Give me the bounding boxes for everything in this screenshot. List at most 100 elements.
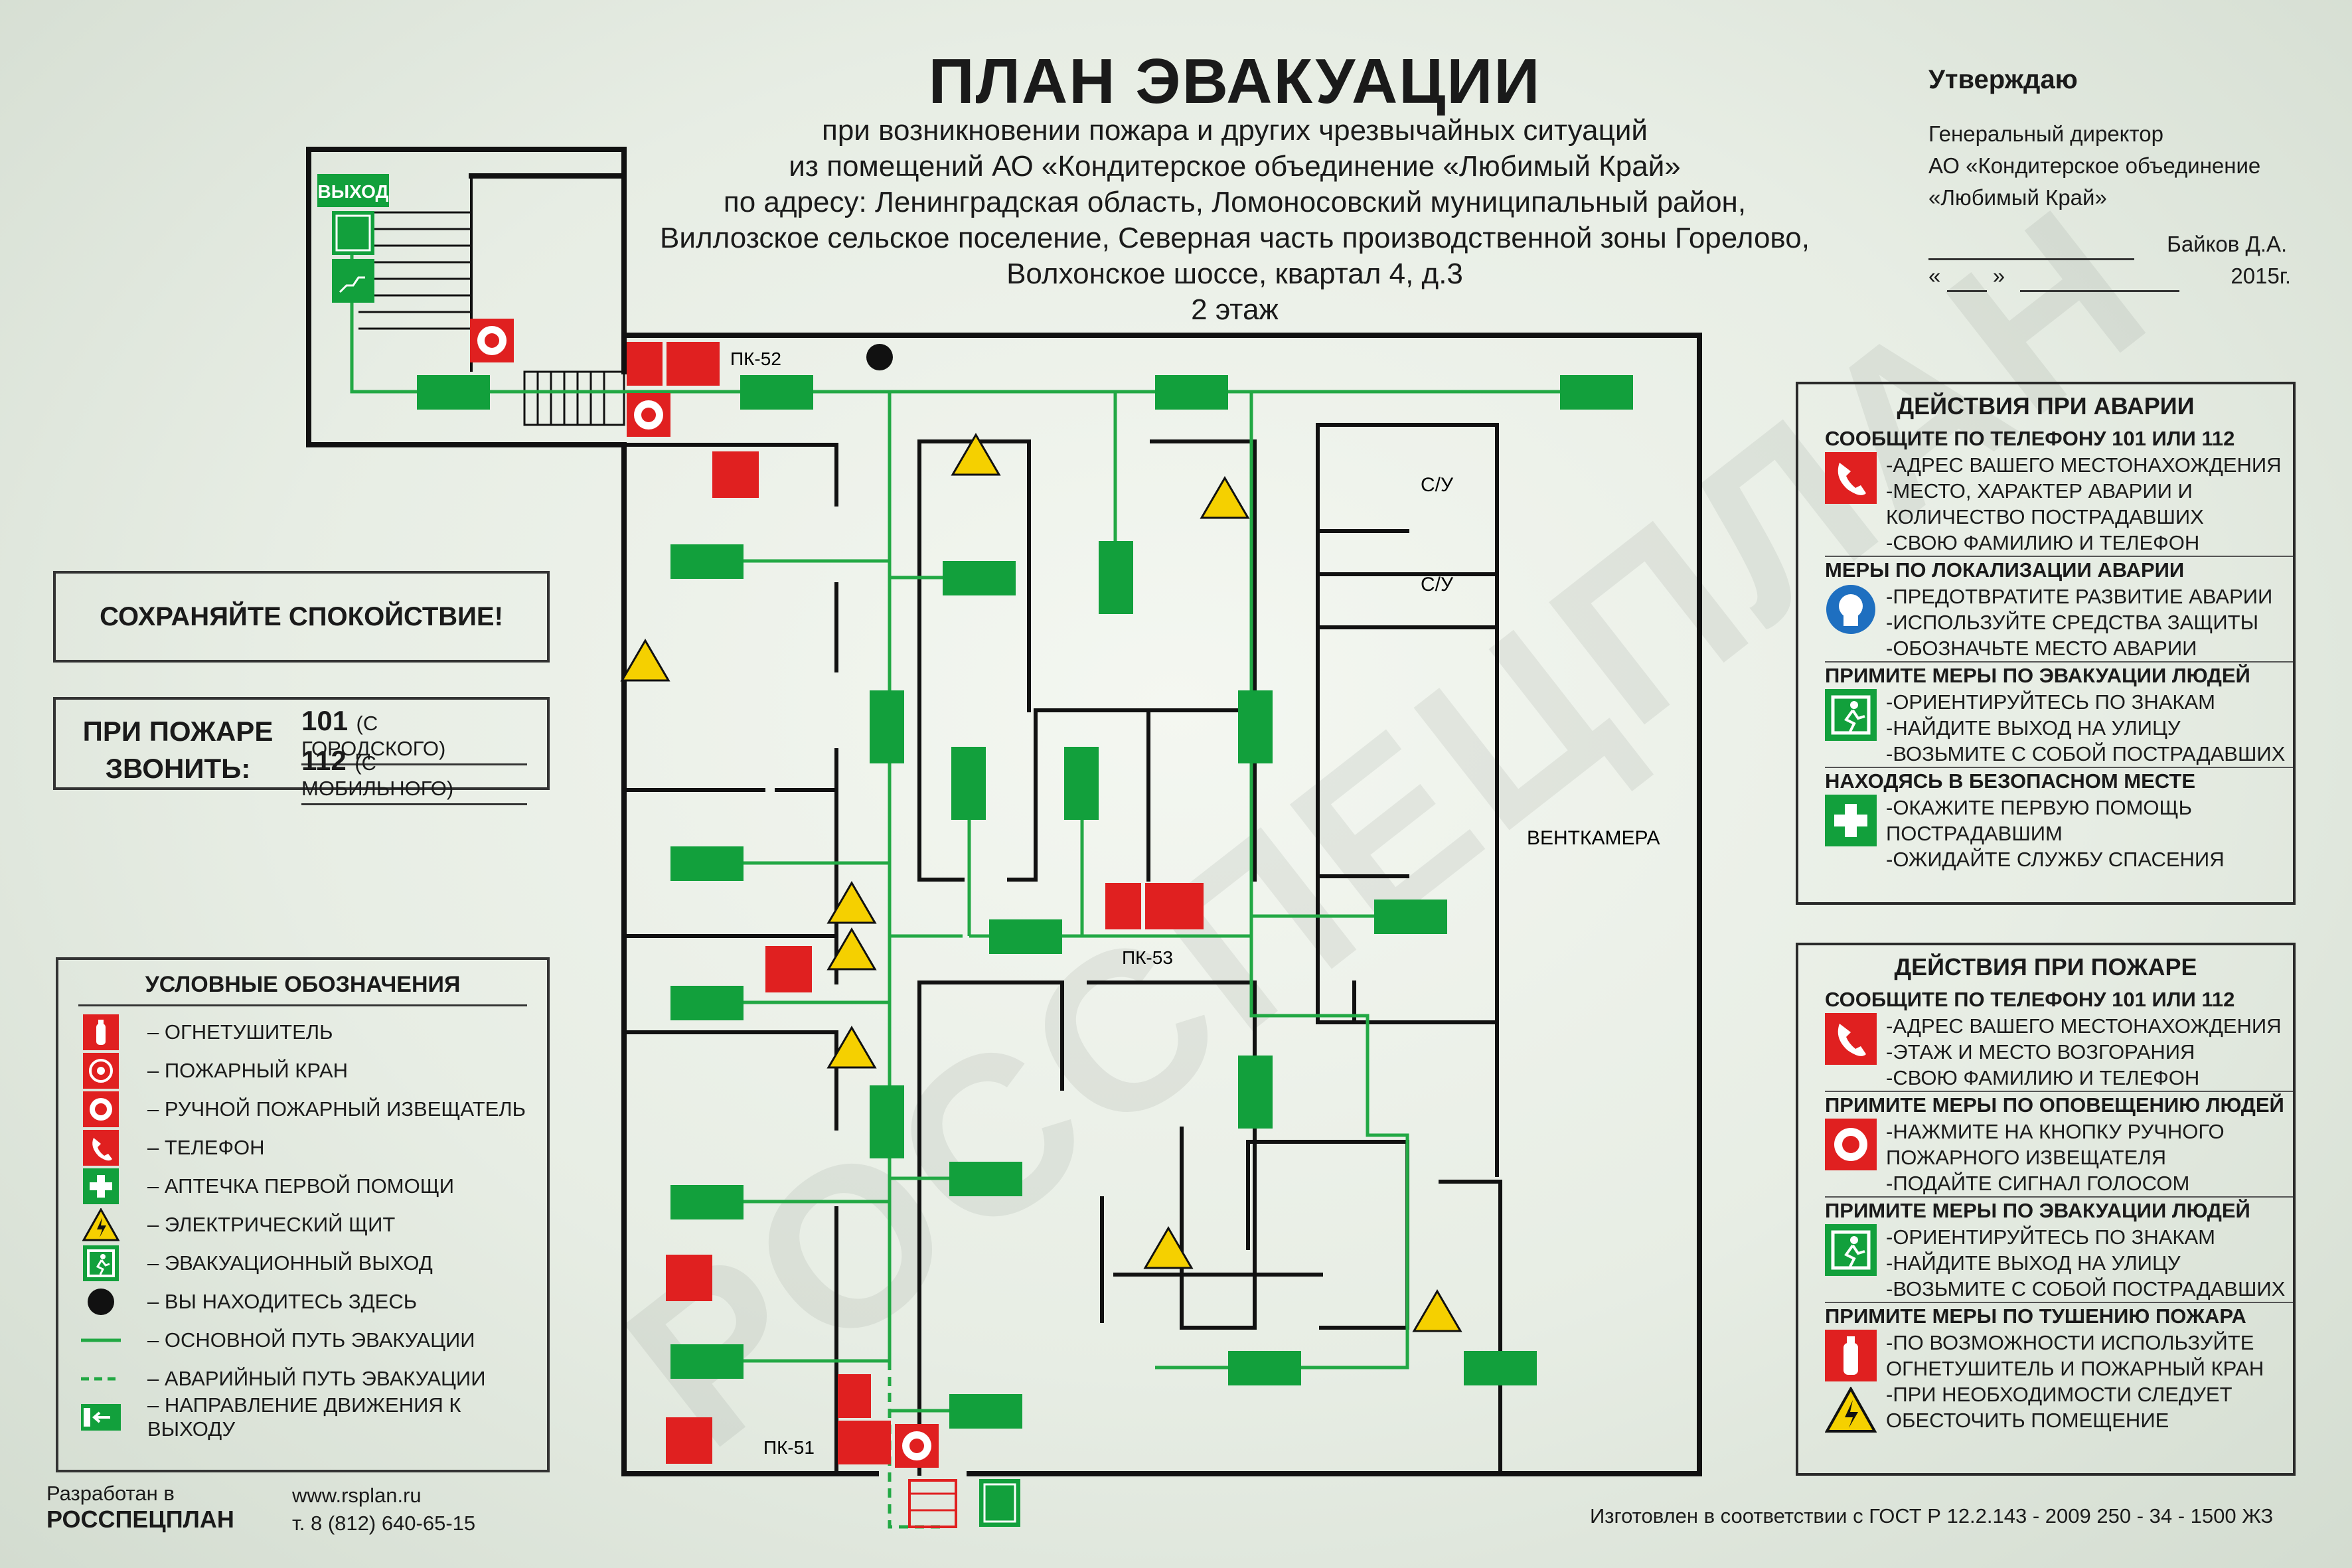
- panel-line: -СВОЮ ФАМИЛИЮ И ТЕЛЕФОН: [1886, 531, 2200, 554]
- phone-icon: [81, 1129, 121, 1166]
- panel-row: -ОКАЖИТЕ ПЕРВУЮ ПОМОЩЬ ПОСТРАДАВШИМ -ОЖИ…: [1825, 795, 2293, 872]
- page-title: ПЛАН ЭВАКУАЦИИ: [928, 46, 1541, 117]
- outer-walls: [621, 333, 1702, 1476]
- fire-number-row: 101 (С ГОРОДСКОГО): [301, 705, 527, 765]
- panel-title: ДЕЙСТВИЯ ПРИ АВАРИИ: [1897, 392, 2195, 420]
- fire-call-label-line: ПРИ ПОЖАРЕ: [82, 716, 274, 747]
- main-route-icon: [81, 1322, 121, 1359]
- panel-row: -ПРЕДОТВРАТИТЕ РАЗВИТИЕ АВАРИИ -ИСПОЛЬЗУ…: [1825, 584, 2293, 661]
- approval-position: «Любимый Край»: [1928, 185, 2107, 210]
- manual-alarm-icon: [81, 1091, 121, 1128]
- page-subtitle: при возникновении пожара и других чрезвы…: [597, 113, 1872, 328]
- hydrant-label: ПК-51: [763, 1437, 815, 1458]
- panel-line: ОГНЕТУШИТЕЛЬ И ПОЖАРНЫЙ КРАН: [1886, 1357, 2264, 1380]
- extinguisher-icon: [1825, 1330, 1877, 1381]
- phone-icon: [1825, 452, 1877, 504]
- fire-call-label-line: ЗВОНИТЬ:: [105, 753, 251, 784]
- panel-line: -ОБОЗНАЧЬТЕ МЕСТО АВАРИИ: [1886, 637, 2197, 660]
- extinguisher-icon: [81, 1014, 121, 1051]
- approval-block: Утверждаю Генеральный директор АО «Конди…: [1928, 64, 2300, 292]
- approval-position: Генеральный директор: [1928, 121, 2163, 146]
- legend-label: – ЭЛЕКТРИЧЕСКИЙ ЩИТ: [147, 1213, 396, 1236]
- subtitle-line: Волхонское шоссе, квартал 4, д.3: [1006, 258, 1463, 290]
- panel-line: -НАЙДИТЕ ВЫХОД НА УЛИЦУ: [1886, 1251, 2181, 1275]
- panel-line: -ОРИЕНТИРУЙТЕСЬ ПО ЗНАКАМ: [1886, 690, 2215, 714]
- stairwell: [306, 147, 627, 447]
- signer-name: Байков Д.А.: [2167, 232, 2288, 256]
- fire-number-row: 112 (С МОБИЛЬНОГО): [301, 745, 527, 805]
- legend-item: – ЭВАКУАЦИОННЫЙ ВЫХОД: [81, 1244, 547, 1283]
- hydrant-cluster-pk53: [1105, 883, 1204, 929]
- fire-actions-panel: ДЕЙСТВИЯ ПРИ ПОЖАРЕ СООБЩИТЕ ПО ТЕЛЕФОНУ…: [1796, 943, 2296, 1476]
- date-open-quote: «: [1928, 264, 1941, 288]
- panel-line: -ПРЕДОТВРАТИТЕ РАЗВИТИЕ АВАРИИ: [1886, 585, 2273, 608]
- panel-section-heading: ПРИМИТЕ МЕРЫ ПО ТУШЕНИЮ ПОЖАРА: [1825, 1302, 2293, 1328]
- accident-actions-panel: ДЕЙСТВИЯ ПРИ АВАРИИ СООБЩИТЕ ПО ТЕЛЕФОНУ…: [1796, 382, 2296, 905]
- hydrant-label: ПК-53: [1122, 947, 1173, 968]
- legend-label: – ЭВАКУАЦИОННЫЙ ВЫХОД: [147, 1251, 433, 1275]
- legend-list: – ОГНЕТУШИТЕЛЬ – ПОЖАРНЫЙ КРАН – РУЧНОЙ …: [81, 1013, 547, 1441]
- fire-number-city: 101: [301, 705, 349, 736]
- legend-item: – ВЫ НАХОДИТЕСЬ ЗДЕСЬ: [81, 1283, 547, 1321]
- panel-line: -АДРЕС ВАШЕГО МЕСТОНАХОЖДЕНИЯ: [1886, 453, 2282, 477]
- panel-row: -АДРЕС ВАШЕГО МЕСТОНАХОЖДЕНИЯ -МЕСТО, ХА…: [1825, 452, 2293, 556]
- panel-section-heading: НАХОДЯСЬ В БЕЗОПАСНОМ МЕСТЕ: [1825, 767, 2293, 793]
- day-line: [1946, 290, 1987, 292]
- legend: УСЛОВНЫЕ ОБОЗНАЧЕНИЯ – ОГНЕТУШИТЕЛЬ – ПО…: [56, 957, 550, 1472]
- protective-mask-icon: [1825, 584, 1877, 635]
- approval-position: АО «Кондитерское объединение: [1928, 153, 2261, 178]
- panel-row: -ОРИЕНТИРУЙТЕСЬ ПО ЗНАКАМ -НАЙДИТЕ ВЫХОД…: [1825, 1224, 2293, 1302]
- panel-line: -ИСПОЛЬЗУЙТЕ СРЕДСТВА ЗАЩИТЫ: [1886, 611, 2259, 634]
- date-close-quote: »: [1992, 264, 2005, 288]
- panel-section-heading: ПРИМИТЕ МЕРЫ ПО ЭВАКУАЦИИ ЛЮДЕЙ: [1825, 661, 2293, 688]
- subtitle-line: при возникновении пожара и других чрезвы…: [822, 114, 1648, 147]
- legend-label: – НАПРАВЛЕНИЕ ДВИЖЕНИЯ К ВЫХОДУ: [147, 1393, 461, 1441]
- phone-signs: [666, 451, 812, 1464]
- first-aid-icon: [81, 1168, 121, 1205]
- calm-notice: СОХРАНЯЙТЕ СПОКОЙСТВИЕ!: [53, 571, 550, 663]
- you-are-here-marker: [866, 344, 893, 370]
- fire-number-mobile: 112: [301, 745, 347, 776]
- legend-item: – ОСНОВНОЙ ПУТЬ ЭВАКУАЦИИ: [81, 1321, 547, 1360]
- bottom-exit: [908, 1479, 1020, 1528]
- legend-item: – ЭЛЕКТРИЧЕСКИЙ ЩИТ: [81, 1206, 547, 1244]
- hydrant-cluster-pk51: [838, 1374, 939, 1468]
- panel-line: -ОКАЖИТЕ ПЕРВУЮ ПОМОЩЬ: [1886, 796, 2192, 819]
- legend-item: – АВАРИЙНЫЙ ПУТЬ ЭВАКУАЦИИ: [81, 1360, 547, 1398]
- developer-website[interactable]: www.rsplan.ru: [292, 1484, 422, 1507]
- direction-arrow-icon: [81, 1399, 121, 1436]
- panel-line: КОЛИЧЕСТВО ПОСТРАДАВШИХ: [1886, 505, 2204, 528]
- panel-line: ПОЖАРНОГО ИЗВЕЩАТЕЛЯ: [1886, 1146, 2166, 1169]
- panel-section-heading: ПРИМИТЕ МЕРЫ ПО ОПОВЕЩЕНИЮ ЛЮДЕЙ: [1825, 1091, 2293, 1117]
- legend-item: – ТЕЛЕФОН: [81, 1129, 547, 1167]
- panel-line: -АДРЕС ВАШЕГО МЕСТОНАХОЖДЕНИЯ: [1886, 1014, 2282, 1038]
- fire-call-label: ПРИ ПОЖАРЕ ЗВОНИТЬ:: [78, 713, 277, 787]
- fire-call-box: ПРИ ПОЖАРЕ ЗВОНИТЬ: 101 (С ГОРОДСКОГО) 1…: [53, 697, 550, 805]
- you-are-here-icon: [81, 1283, 121, 1320]
- panel-line: -ПО ВОЗМОЖНОСТИ ИСПОЛЬЗУЙТЕ: [1886, 1331, 2254, 1354]
- legend-item: – ОГНЕТУШИТЕЛЬ: [81, 1013, 547, 1052]
- panel-row: -АДРЕС ВАШЕГО МЕСТОНАХОЖДЕНИЯ -ЭТАЖ И МЕ…: [1825, 1013, 2293, 1091]
- exit-icon: [1825, 689, 1877, 741]
- approval-year: 2015г.: [2231, 264, 2291, 288]
- direction-signs: [417, 375, 1633, 1429]
- electric-panel-icon: [81, 1206, 121, 1243]
- floor-label: 2 этаж: [1191, 293, 1279, 326]
- panel-icon-stack: [1824, 1330, 1877, 1439]
- legend-label: – АВАРИЙНЫЙ ПУТЬ ЭВАКУАЦИИ: [147, 1367, 486, 1390]
- legend-label: – АПТЕЧКА ПЕРВОЙ ПОМОЩИ: [147, 1174, 455, 1198]
- panel-line: -СВОЮ ФАМИЛИЮ И ТЕЛЕФОН: [1886, 1066, 2200, 1089]
- panel-line: ОБЕСТОЧИТЬ ПОМЕЩЕНИЕ: [1886, 1409, 2169, 1432]
- phone-icon: [1825, 1013, 1877, 1065]
- calm-notice-text: СОХРАНЯЙТЕ СПОКОЙСТВИЕ!: [100, 601, 503, 631]
- panel-line: -ВОЗЬМИТЕ С СОБОЙ ПОСТРАДАВШИХ: [1886, 742, 2286, 765]
- exit-icon: [81, 1245, 121, 1282]
- month-line: [2020, 290, 2180, 292]
- fire-number-note: (С ГОРОДСКОГО): [301, 712, 446, 760]
- legend-title: УСЛОВНЫЕ ОБОЗНАЧЕНИЯ: [78, 972, 527, 1006]
- standard-note: Изготовлен в соответствии с ГОСТ Р 12.2.…: [1590, 1504, 2274, 1528]
- subtitle-line: Виллозское сельское поселение, Северная …: [660, 222, 1810, 254]
- fire-hose-icon: [81, 1052, 121, 1089]
- panel-section-heading: ПРИМИТЕ МЕРЫ ПО ЭВАКУАЦИИ ЛЮДЕЙ: [1825, 1196, 2293, 1223]
